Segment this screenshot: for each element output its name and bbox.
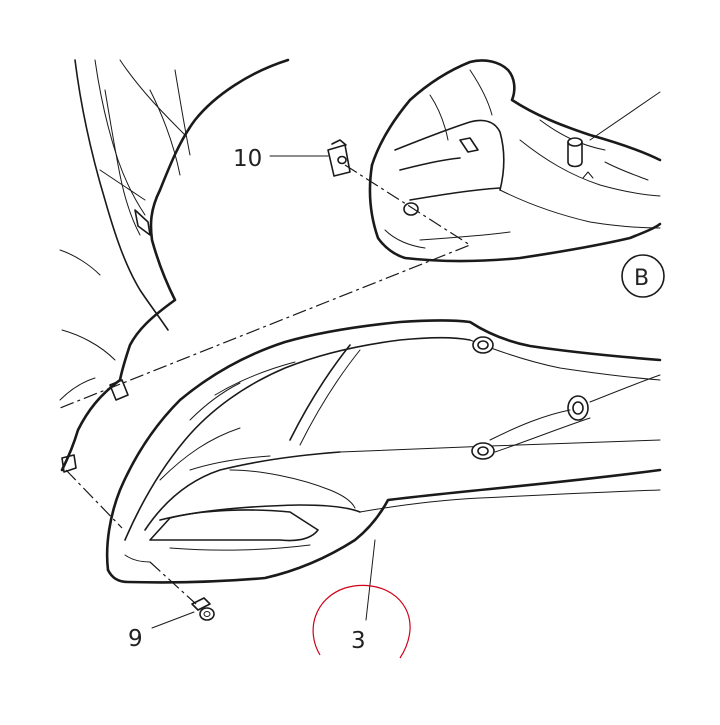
view-b-circle xyxy=(621,254,665,298)
front-fairing-panel xyxy=(105,319,662,584)
callout-part-9: 9 xyxy=(128,626,143,652)
leader-lines xyxy=(151,155,376,629)
headlight-mount-bracket xyxy=(368,59,662,263)
part-3-highlight-circle xyxy=(312,584,411,659)
screw-part-9 xyxy=(191,597,215,621)
assembly-lines xyxy=(59,164,472,605)
callout-part-3: 3 xyxy=(351,628,366,654)
callout-part-10: 10 xyxy=(233,146,262,172)
view-b-label: B xyxy=(634,266,649,291)
left-side-fairing xyxy=(59,58,290,473)
clip-nut-part-10 xyxy=(327,139,351,177)
